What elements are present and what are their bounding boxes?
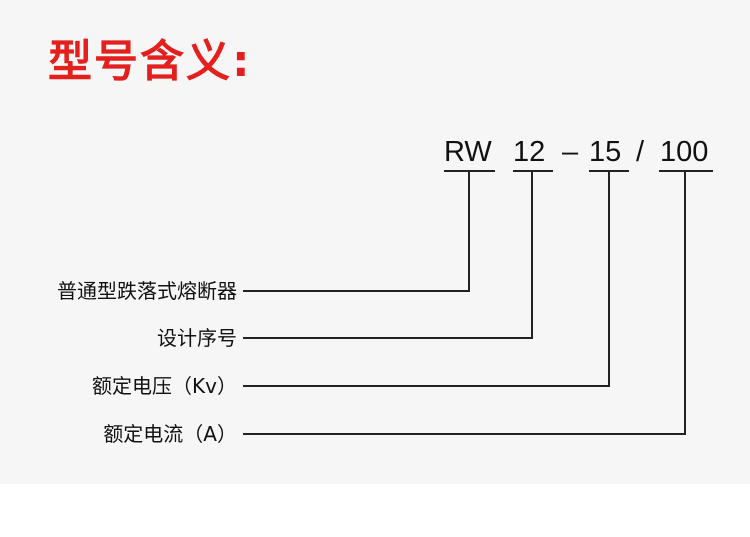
leader-series-horizontal <box>243 290 470 292</box>
code-current: 100 <box>660 136 709 168</box>
code-voltage: 15 <box>589 136 622 168</box>
leader-voltage-vertical <box>608 170 610 387</box>
label-type: 普通型跌落式熔断器 <box>57 279 237 303</box>
leader-voltage-horizontal <box>243 385 610 387</box>
page-title: 型号含义: <box>48 36 252 87</box>
leader-design-horizontal <box>243 337 533 339</box>
underline-current <box>659 170 713 172</box>
label-design-number: 设计序号 <box>157 326 237 350</box>
code-design: 12 <box>513 136 546 168</box>
code-series: RW <box>444 136 492 168</box>
code-slash: / <box>636 136 645 168</box>
leader-design-vertical <box>531 170 533 339</box>
label-rated-current: 额定电流（A） <box>103 422 237 446</box>
underline-design <box>513 170 553 172</box>
diagram-panel: 型号含义: RW 12 – 15 / 100 普通型跌落式熔断器 设计序号 额定… <box>48 36 713 446</box>
leader-current-vertical <box>684 170 686 435</box>
leader-series-vertical <box>468 170 470 292</box>
leader-current-horizontal <box>243 433 686 435</box>
code-dash: – <box>562 136 579 168</box>
label-rated-voltage: 额定电压（Kv） <box>92 374 237 398</box>
